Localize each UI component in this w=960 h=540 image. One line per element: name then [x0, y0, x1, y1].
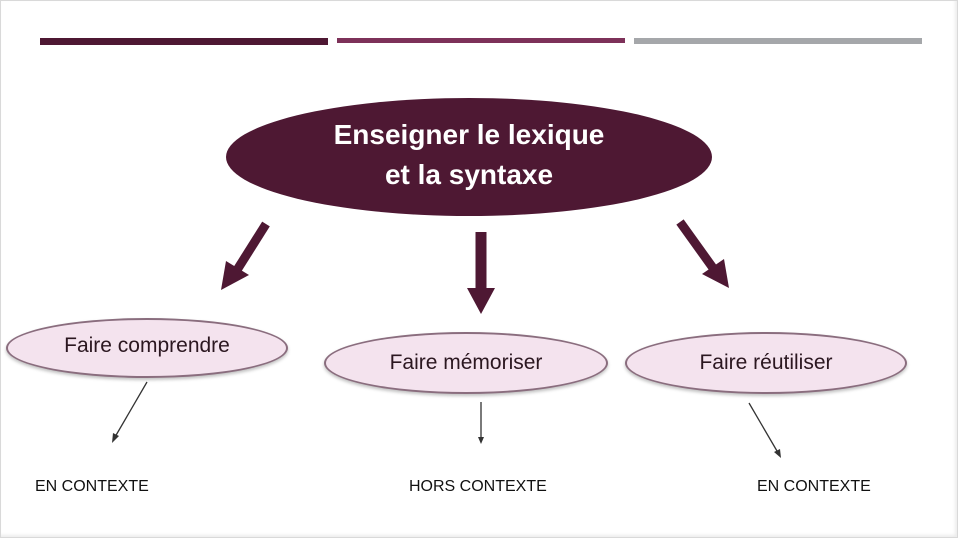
thin-arrow-left — [112, 381, 148, 443]
context-label-center: HORS CONTEXTE — [409, 478, 547, 495]
thin-arrow-center — [478, 402, 484, 444]
thick-arrow-left — [221, 221, 270, 290]
thick-arrow-center — [467, 232, 495, 314]
context-label-right: EN CONTEXTE — [757, 478, 871, 495]
central-title-line-1: Enseigner le lexique — [333, 119, 605, 150]
thick-arrow-right — [676, 219, 729, 288]
top-accent-bar-gray — [634, 38, 922, 44]
thin-arrow-right — [748, 402, 781, 458]
node-faire-comprendre: Faire comprendre — [6, 318, 288, 378]
node-label: Faire comprendre — [64, 334, 230, 357]
node-label: Faire réutiliser — [699, 351, 833, 374]
node-label: Faire mémoriser — [389, 351, 543, 374]
node-faire-reutiliser: Faire réutiliser — [625, 332, 907, 394]
central-concept-node: Enseigner le lexique et la syntaxe — [226, 98, 712, 216]
top-accent-bar-dark — [40, 38, 328, 45]
top-accent-bar-medium — [337, 38, 625, 43]
node-faire-memoriser: Faire mémoriser — [324, 332, 608, 394]
context-label-left: EN CONTEXTE — [35, 478, 149, 495]
central-title-line-2: et la syntaxe — [384, 159, 554, 190]
central-concept-title: Enseigner le lexique et la syntaxe — [334, 115, 605, 195]
